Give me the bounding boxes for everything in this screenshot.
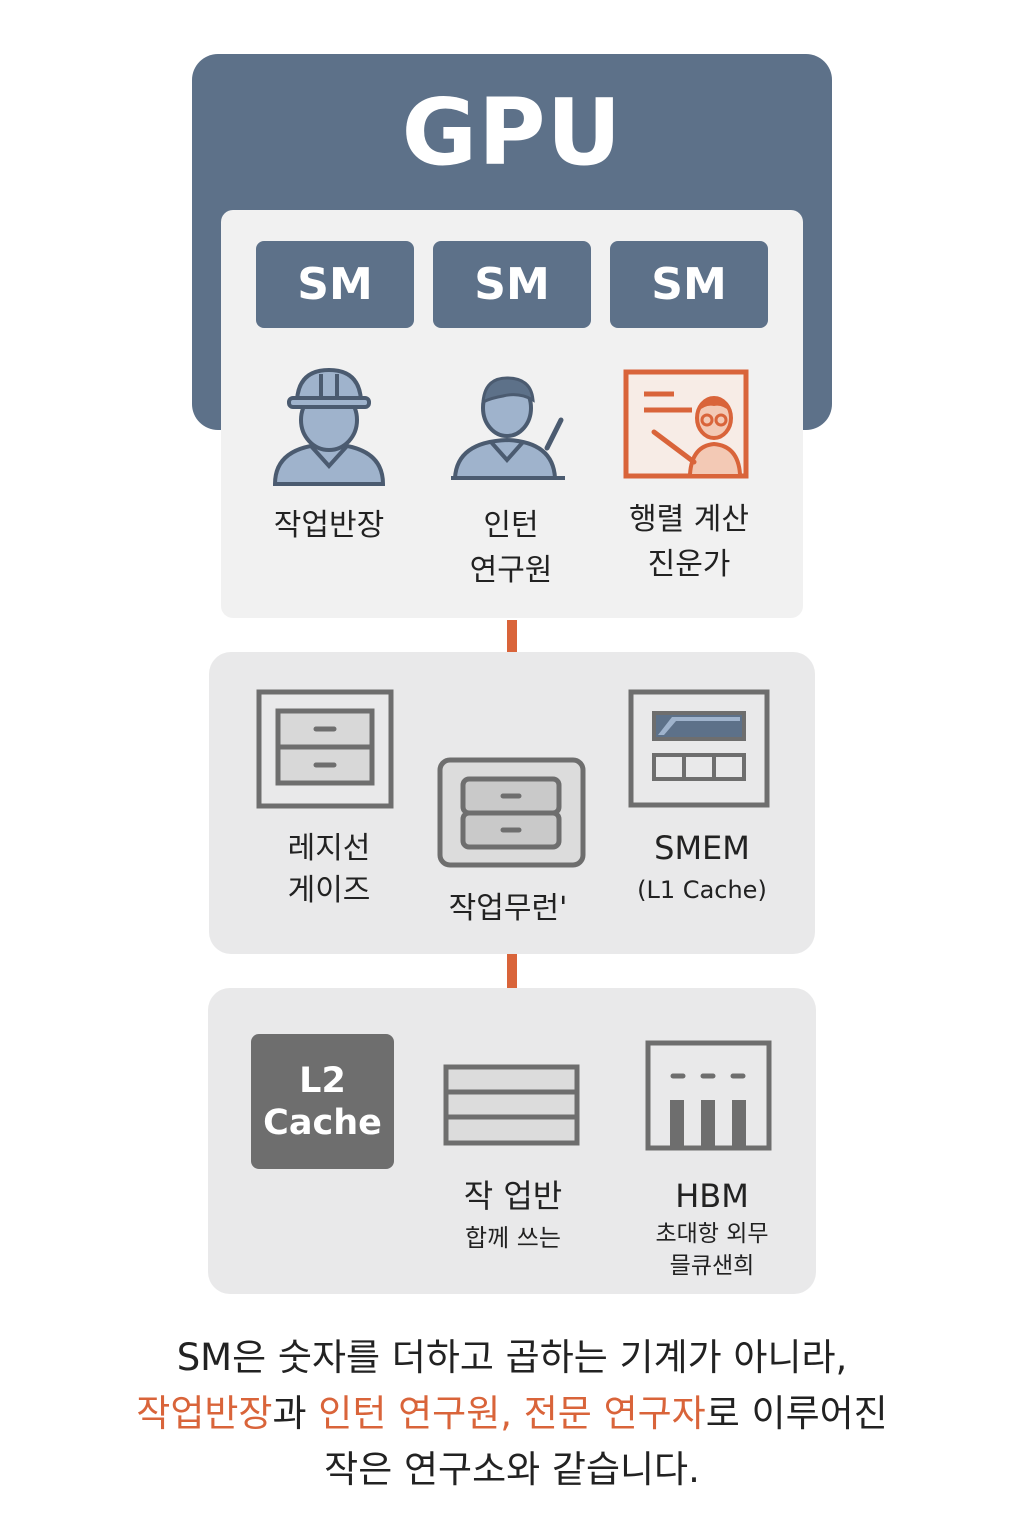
smem-label: SMEM (L1 Cache) xyxy=(604,826,800,910)
sm-box-2: SM xyxy=(433,241,591,328)
role-label-foreman: 작업반장 xyxy=(229,503,429,548)
l2-cache-line: Cache xyxy=(263,1103,382,1143)
hbm-label-line: 초대항 외무 xyxy=(655,1221,769,1247)
hbm-label-line: HBM xyxy=(675,1177,749,1215)
role-label-line: 진운가 xyxy=(647,547,731,582)
register-label-line: 레지선 xyxy=(287,831,371,866)
caption-highlight-researchers: 인턴 연구원, 전문 연구자 xyxy=(318,1392,706,1435)
l2-cache-box: L2 Cache xyxy=(251,1034,394,1169)
caption-highlight-foreman: 작업반장 xyxy=(136,1392,273,1435)
hbm-label-line: 믈큐샌희 xyxy=(669,1253,755,1279)
gpu-title: GPU xyxy=(401,79,623,186)
register-cabinet-icon xyxy=(256,689,394,809)
role-label-intern: 인턴 연구원 xyxy=(411,503,611,593)
role-label-line: 인턴 xyxy=(483,508,539,543)
caption: SM은 숫자를 더하고 곱하는 기계가 아니라, 작업반장과 인턴 연구원, 전… xyxy=(0,1330,1024,1498)
presenter-whiteboard-icon xyxy=(623,369,749,479)
role-label-specialist: 행렬 계산 진운가 xyxy=(589,497,789,587)
work-buffer-label-line: 작업무런' xyxy=(448,891,568,926)
smem-module-icon xyxy=(628,689,770,808)
register-label-line: 게이즈 xyxy=(287,873,371,908)
role-label-line: 연구원 xyxy=(469,553,553,588)
shared-work-label: 작 업반 합께 쓰는 xyxy=(413,1174,613,1258)
work-buffer-label: 작업무런' xyxy=(408,888,608,930)
hbm-label: HBM 초대항 외무 믈큐샌희 xyxy=(614,1174,810,1282)
shared-shelf-icon xyxy=(443,1064,580,1146)
arrow-shaft xyxy=(507,954,517,1016)
smem-label-line: (L1 Cache) xyxy=(637,876,767,904)
sm-box-1: SM xyxy=(256,241,414,328)
shared-work-label-line: 작 업반 xyxy=(463,1177,563,1215)
intern-researcher-icon xyxy=(451,376,565,480)
smem-label-line: SMEM xyxy=(654,829,750,867)
worker-hardhat-icon xyxy=(272,367,386,486)
caption-line-1: SM은 숫자를 더하고 곱하는 기계가 아니라, xyxy=(176,1336,848,1379)
register-label: 레지선 게이즈 xyxy=(229,828,429,912)
caption-text: 과 xyxy=(272,1392,319,1435)
l2-cache-line: L2 xyxy=(299,1061,346,1101)
caption-text: 로 이루어진 xyxy=(705,1392,888,1435)
role-label-line: 행렬 계산 xyxy=(629,502,749,537)
drawer-cabinet-icon xyxy=(437,757,586,868)
role-label-line: 작업반장 xyxy=(273,508,385,543)
caption-line-2: 작업반장과 인턴 연구원, 전문 연구자로 이루어진 xyxy=(0,1386,1024,1442)
shared-work-label-line: 합께 쓰는 xyxy=(465,1224,561,1252)
hbm-module-icon xyxy=(645,1040,772,1151)
caption-line-3: 작은 연구소와 같습니다. xyxy=(324,1448,700,1491)
sm-box-3: SM xyxy=(610,241,768,328)
